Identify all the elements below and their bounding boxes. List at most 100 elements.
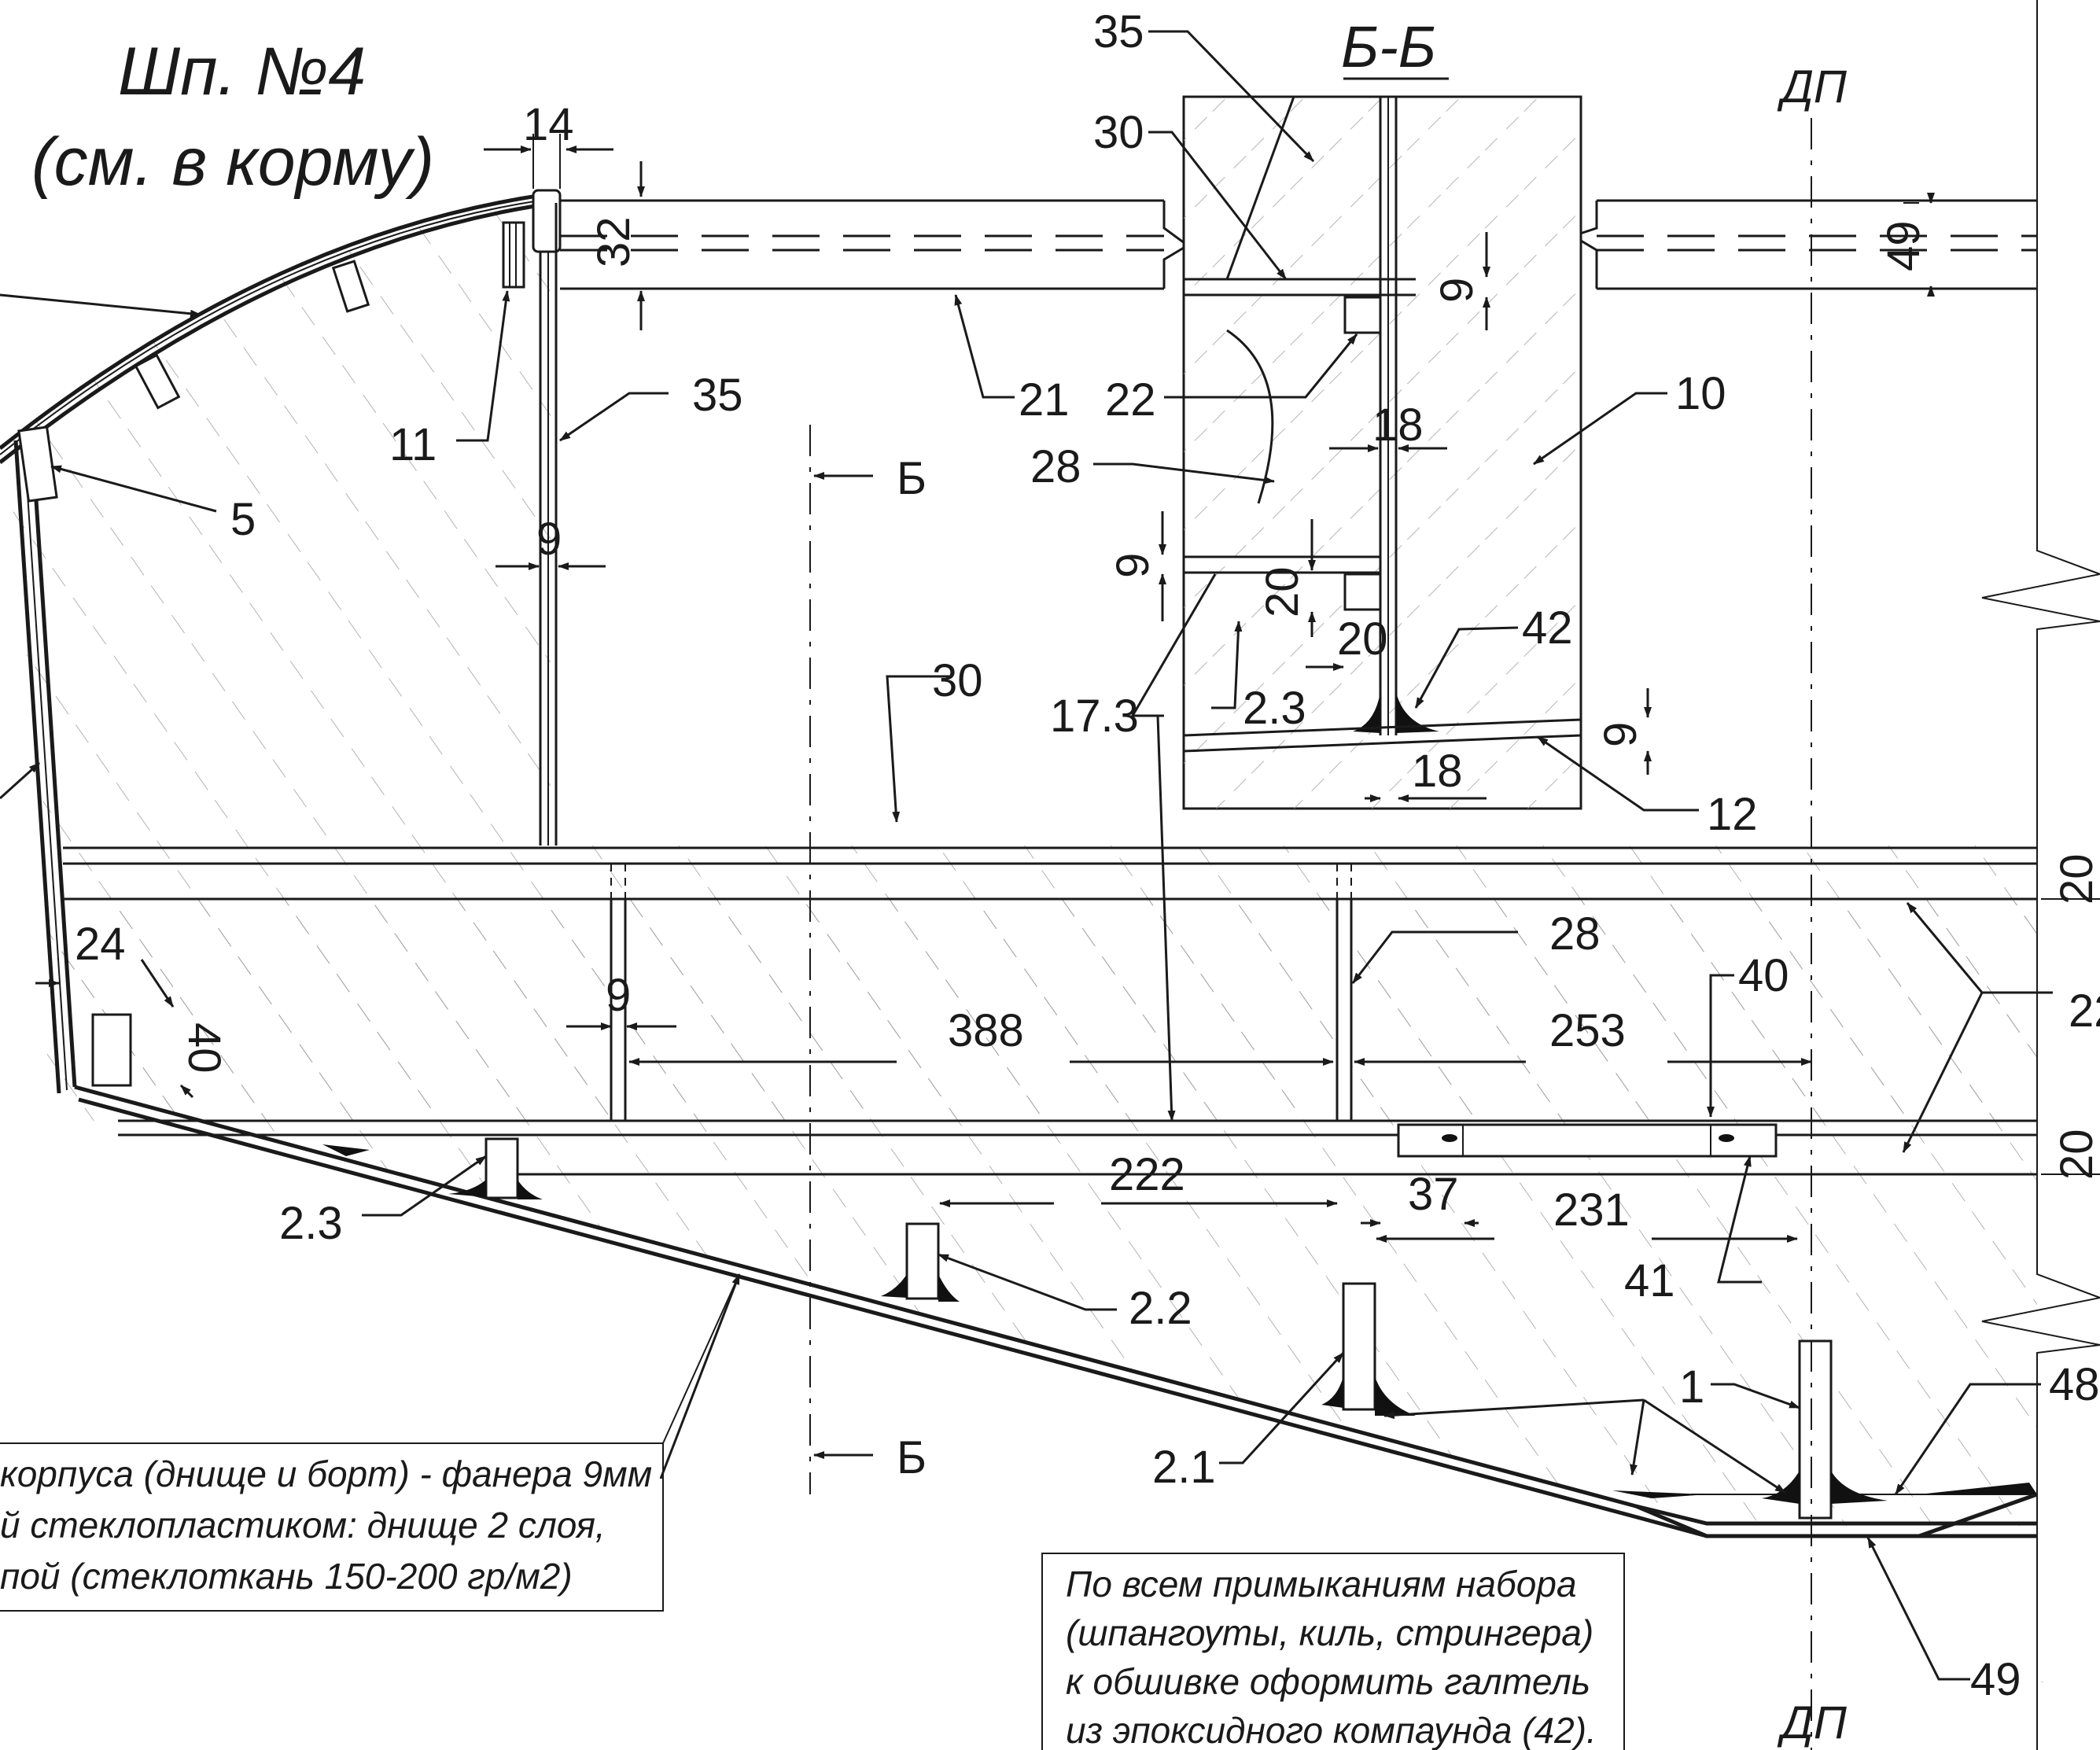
label-1: 1 xyxy=(1679,1361,1704,1413)
dim-18-bb-low: 18 xyxy=(1412,746,1463,797)
leader-arrow-icon xyxy=(1707,974,1734,1118)
dim-9-bb-top: 9 xyxy=(1431,278,1483,303)
leader-arrow-icon xyxy=(1902,992,1984,1153)
dim-9-post: 9 xyxy=(536,514,562,565)
centerline-dp: ДП ДП xyxy=(1777,61,1848,1750)
dim-24: 24 xyxy=(75,919,126,970)
label-30: 30 xyxy=(932,655,983,706)
label-22-right: 22 xyxy=(2069,986,2100,1037)
centerline-label-top: ДП xyxy=(1777,61,1848,112)
plates-40-41 xyxy=(1397,1123,1778,1158)
hull-interior-hatching xyxy=(12,201,2045,1750)
section-cut-label-bottom: Б xyxy=(897,1432,927,1483)
dim-9-stringer: 9 xyxy=(606,970,631,1021)
label-22: 22 xyxy=(1105,374,1156,426)
dim-18-bb-top: 18 xyxy=(1372,400,1424,451)
break-line-right xyxy=(1981,0,2100,1750)
section-view-title: Б-Б xyxy=(1341,14,1436,79)
hull-note-line2: й стеклопластиком: днище 2 слоя, xyxy=(0,1505,606,1546)
label-49: 49 xyxy=(1970,1654,2021,1705)
fillet-note-line1: По всем примыканиям набора xyxy=(1066,1564,1577,1604)
dim-20-plate: 20 xyxy=(2051,1129,2100,1180)
leader-arrow-icon xyxy=(1351,930,1518,984)
section-view-bb: Б-Б xyxy=(1182,14,1582,810)
label-10: 10 xyxy=(1675,368,1726,419)
centerline-label-bottom: ДП xyxy=(1777,1697,1848,1748)
leader-arrow-icon xyxy=(1533,392,1667,466)
label-2-3: 2.3 xyxy=(279,1198,343,1249)
dim-40: 40 xyxy=(179,1022,230,1074)
leader-arrow-icon xyxy=(938,1253,1117,1311)
label-48: 48 xyxy=(2049,1359,2100,1410)
leader-arrow-icon xyxy=(0,293,201,318)
dimension-values: 14 32 9 49 9 18 9 20 20 9 18 24 40 9 388… xyxy=(75,99,2100,1236)
label-40: 40 xyxy=(1738,950,1789,1001)
dim-9-bb-low: 9 xyxy=(1595,722,1646,747)
gunwale-and-side-stringers xyxy=(17,189,562,1087)
fillet-note-line3: к обшивке оформить галтель xyxy=(1066,1661,1590,1702)
floor-plank-30 xyxy=(63,846,2037,1176)
label-2-1: 2.1 xyxy=(1152,1442,1216,1493)
dim-20-floor: 20 xyxy=(2051,853,2100,904)
frame-title-line1: Шп. №4 xyxy=(118,34,366,109)
label-35-top: 35 xyxy=(1093,6,1144,57)
label-5: 5 xyxy=(230,494,256,545)
label-41: 41 xyxy=(1624,1255,1675,1306)
leader-arrow-icon xyxy=(1717,1155,1762,1284)
dim-222: 222 xyxy=(1109,1149,1185,1200)
leader-arrow-icon xyxy=(659,1273,741,1479)
leader-arrow-icon xyxy=(1866,1537,1970,1681)
label-42: 42 xyxy=(1522,602,1573,654)
leader-arrow-icon xyxy=(1643,1398,1786,1494)
fillet-note-line4: из эпоксидного компаунда (42). xyxy=(1066,1710,1597,1750)
fillet-note-line2: (шпангоуты, киль, стрингера) xyxy=(1066,1612,1593,1653)
leader-arrow-icon xyxy=(559,392,669,442)
label-11: 11 xyxy=(389,419,437,470)
label-12: 12 xyxy=(1707,789,1758,840)
fillet-note: По всем примыканиям набора (шпангоуты, к… xyxy=(1041,1553,1625,1750)
label-17-3: 17.3 xyxy=(1050,691,1139,742)
part-labels: 35 30 11 5 21 22 28 10 17.3 2.3 42 12 28… xyxy=(230,6,2100,1705)
leader-lines xyxy=(0,30,2053,1681)
bottom-stringers xyxy=(322,1137,2037,1520)
dimension-lines xyxy=(35,134,2100,1243)
dim-231: 231 xyxy=(1553,1184,1630,1236)
leader-arrow-icon xyxy=(1383,1398,1645,1420)
hull-material-note: корпуса (днище и борт) - фанера 9мм й ст… xyxy=(0,1273,740,1612)
dim-9-bb-mid: 9 xyxy=(1107,553,1159,578)
label-28: 28 xyxy=(1549,908,1601,960)
label-35: 35 xyxy=(692,370,743,421)
leader-arrow-icon xyxy=(1630,1399,1645,1476)
dim-20-bb-b: 20 xyxy=(1337,613,1388,665)
leader-arrow-icon xyxy=(456,290,510,442)
dim-49: 49 xyxy=(1878,220,1929,271)
leader-arrow-icon xyxy=(362,1155,487,1217)
label-2-2: 2.2 xyxy=(1129,1283,1192,1334)
leader-arrow-icon xyxy=(886,675,952,823)
section-cut-line: Б Б xyxy=(809,425,927,1494)
label-30-top: 30 xyxy=(1093,107,1144,158)
leader-arrow-icon xyxy=(1894,1383,2041,1495)
label-21: 21 xyxy=(1019,374,1070,426)
section-cut-label-top: Б xyxy=(897,453,927,504)
dim-388: 388 xyxy=(948,1005,1024,1056)
frame-title-line2: (см. в корму) xyxy=(31,124,434,200)
dim-14: 14 xyxy=(523,99,574,150)
leader-arrow-icon xyxy=(1711,1383,1800,1409)
leader-arrow-icon xyxy=(1219,1351,1345,1464)
vertical-posts xyxy=(610,864,1353,1122)
leader-arrow-icon xyxy=(50,465,217,513)
hull-note-line1: корпуса (днище и борт) - фанера 9мм xyxy=(0,1453,652,1494)
dim-32: 32 xyxy=(588,216,639,267)
dim-20-bb-a: 20 xyxy=(1257,566,1308,617)
label-28-bb: 28 xyxy=(1030,441,1081,492)
leader-arrow-icon xyxy=(1148,30,1315,163)
leader-arrow-icon xyxy=(954,294,1015,399)
leader-arrow-icon xyxy=(1414,626,1519,709)
leader-arrow-icon xyxy=(1130,573,1217,1121)
dim-37: 37 xyxy=(1408,1169,1459,1220)
leader-arrow-icon xyxy=(1148,131,1288,280)
label-2-3-bb: 2.3 xyxy=(1243,683,1306,734)
deck-beam-21 xyxy=(560,199,2037,290)
